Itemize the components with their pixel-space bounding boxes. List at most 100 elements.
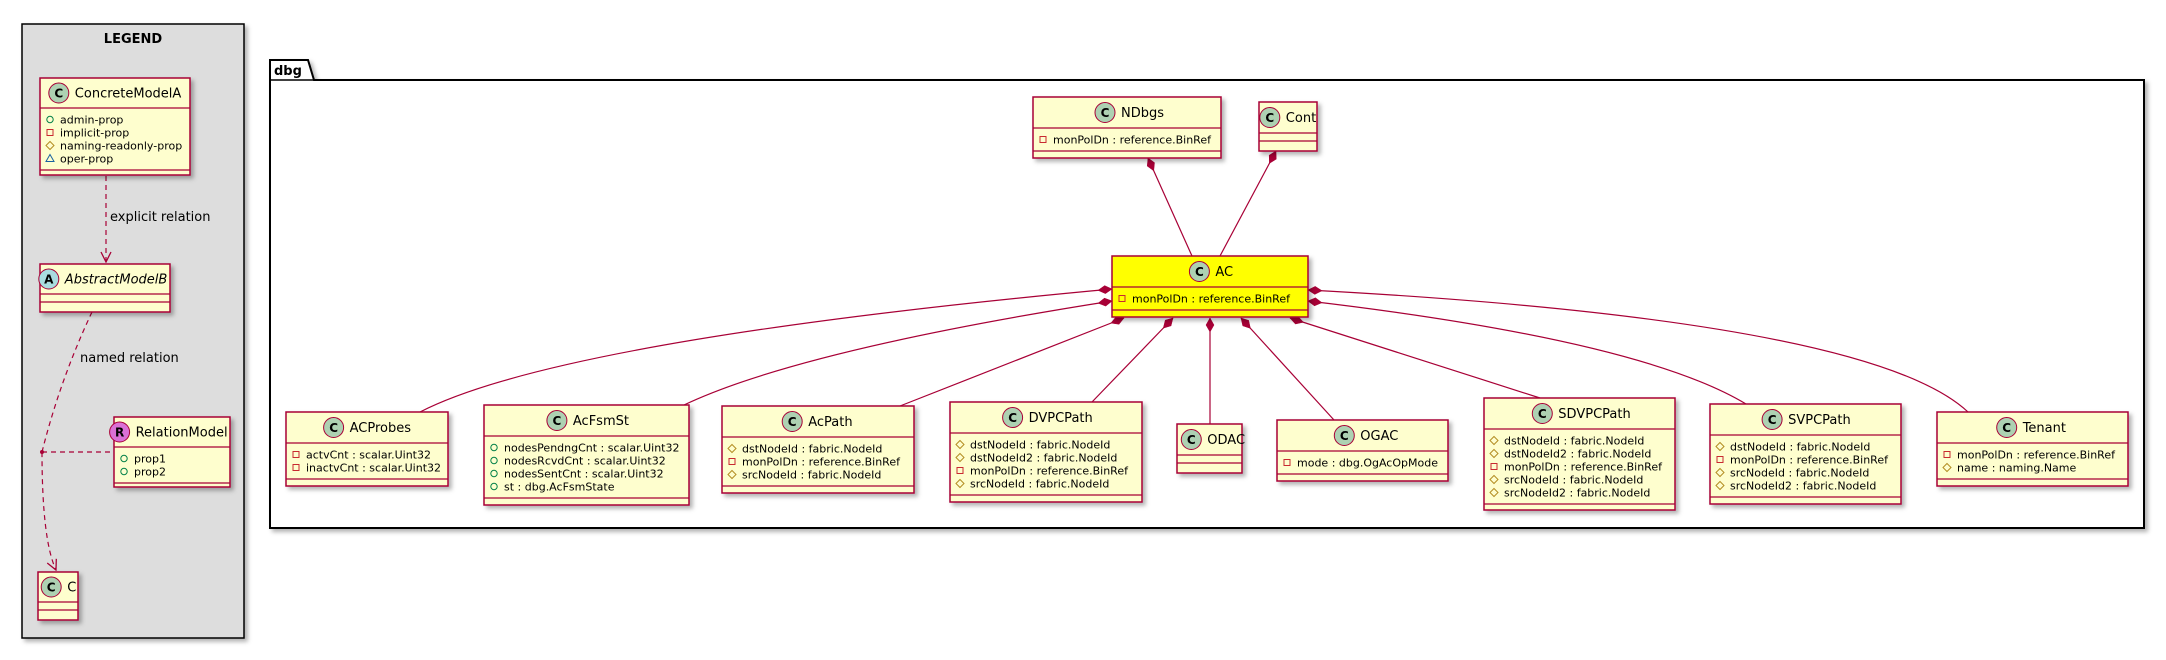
class-abstract-model-b[interactable]: A AbstractModelB	[38, 263, 171, 313]
visibility-icon	[1118, 295, 1126, 302]
class-concrete-model-a-attr: naming-readonly-prop	[60, 140, 182, 153]
link-ac-ogac	[1240, 317, 1335, 421]
link-cont-ac	[1219, 150, 1277, 257]
stereotype-a-icon	[38, 268, 60, 290]
class-acprobes-name: ACProbes	[350, 421, 412, 436]
visibility-icon	[727, 469, 737, 480]
class-svpcpath-name: SVPCPath	[1788, 413, 1851, 428]
class-relation-model-attr: prop1	[134, 453, 166, 466]
class-acfsmst-name: AcFsmSt	[573, 414, 629, 429]
class-acpath-attr: monPolDn : reference.BinRef	[742, 456, 901, 469]
class-acfsmst-attr: nodesSentCnt : scalar.Uint32	[504, 468, 664, 481]
visibility-icon	[292, 451, 300, 458]
visibility-icon	[46, 115, 54, 124]
stereotype-c-icon	[1094, 102, 1116, 123]
class-concrete-model-a-attr: implicit-prop	[60, 127, 129, 140]
visibility-icon	[292, 464, 300, 471]
stereotype-letter: C	[2002, 421, 2011, 435]
class-relation-model-name: RelationModel	[136, 426, 228, 441]
link-ac-acprobes	[419, 285, 1113, 413]
visibility-icon	[1489, 448, 1499, 459]
class-abstract-model-b-name: AbstractModelB	[64, 273, 168, 288]
visibility-icon	[955, 452, 965, 463]
visibility-icon	[490, 469, 498, 478]
class-tenant-attr: name : naming.Name	[1957, 462, 2077, 475]
visibility-icon	[1715, 480, 1725, 491]
class-acprobes-box	[285, 411, 449, 487]
class-acpath-box	[721, 405, 915, 494]
class-sdvpcpath-box	[1483, 397, 1676, 511]
stereotype-c-icon	[1180, 429, 1202, 450]
stereotype-letter: C	[1538, 407, 1547, 421]
link-ac-acfsmst	[683, 297, 1113, 406]
stereotype-c-icon	[1259, 107, 1281, 128]
named-relation-arrow	[41, 451, 56, 570]
class-acpath-attr: srcNodeId : fabric.NodeId	[742, 469, 881, 482]
named-relation-line	[41, 311, 93, 453]
visibility-icon	[1943, 451, 1951, 458]
class-cont[interactable]: C Cont	[1258, 101, 1318, 152]
class-sdvpcpath-attr: dstNodeId : fabric.NodeId	[1504, 435, 1644, 448]
visibility-icon	[728, 458, 736, 465]
class-acfsmst-attr: st : dbg.AcFsmState	[504, 481, 615, 494]
stereotype-c-icon	[1531, 403, 1553, 424]
visibility-icon	[490, 443, 498, 452]
legend-relations: explicit relation named relation	[40, 176, 210, 570]
class-concrete-model-a-name: ConcreteModelA	[75, 87, 182, 102]
stereotype-c-icon	[1002, 407, 1024, 428]
visibility-icon	[490, 482, 498, 491]
stereotype-letter: C	[1101, 106, 1110, 120]
link-ac-svpcpath	[1307, 297, 1747, 405]
legend-title: LEGEND	[104, 32, 163, 47]
class-dvpcpath-attr: monPolDn : reference.BinRef	[970, 465, 1129, 478]
stereotype-c-icon	[323, 417, 345, 438]
stereotype-letter: C	[552, 414, 561, 428]
class-c-name: C	[67, 581, 76, 596]
visibility-icon	[1716, 456, 1724, 463]
class-relation-model-box	[113, 416, 231, 488]
visibility-icon	[1715, 441, 1725, 452]
stereotype-c-icon	[1333, 425, 1355, 446]
link-ndbgs-ac	[1146, 157, 1193, 257]
visibility-icon	[120, 467, 128, 476]
class-acprobes-attr: actvCnt : scalar.Uint32	[306, 449, 431, 462]
class-ogac-attr: mode : dbg.OgAcOpMode	[1297, 457, 1438, 470]
visibility-icon	[45, 140, 55, 151]
visibility-icon	[1942, 462, 1952, 473]
link-ac-sdvpcpath	[1289, 316, 1541, 399]
class-dvpcpath-box	[949, 401, 1143, 503]
class-ac-attr: monPolDn : reference.BinRef	[1132, 293, 1291, 306]
class-svpcpath-attr: srcNodeId : fabric.NodeId	[1730, 467, 1869, 480]
class-cont-name: Cont	[1286, 111, 1316, 126]
visibility-icon	[1489, 487, 1499, 498]
stereotype-letter: C	[1265, 111, 1274, 125]
link-ac-acpath	[899, 316, 1125, 407]
class-c-box	[37, 571, 79, 621]
link-ac-tenant	[1307, 286, 1969, 413]
class-dvpcpath-attr: srcNodeId : fabric.NodeId	[970, 478, 1109, 491]
class-dvpcpath-attr: dstNodeId : fabric.NodeId	[970, 439, 1110, 452]
stereotype-letter: C	[1008, 411, 1017, 425]
class-acfsmst-attr: nodesRcvdCnt : scalar.Uint32	[504, 455, 666, 468]
visibility-icon	[956, 467, 964, 474]
stereotype-c-icon	[1996, 417, 2018, 438]
stereotype-letter: C	[1768, 413, 1777, 427]
class-acprobes-attr: inactvCnt : scalar.Uint32	[306, 462, 441, 475]
package-title: dbg	[274, 64, 302, 79]
stereotype-letter: A	[44, 273, 54, 287]
